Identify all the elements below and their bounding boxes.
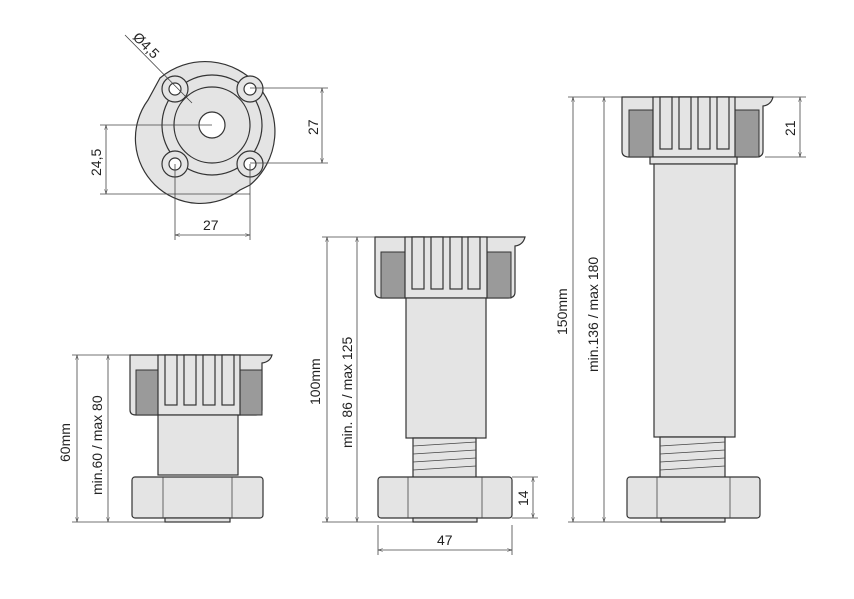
base-width-label: 47 [437, 532, 453, 548]
base-height-label: 14 [515, 490, 531, 506]
hole-spacing-v-label: 27 [305, 119, 321, 135]
leg-medium-height: 100mm [307, 358, 323, 405]
leg-medium-range: min. 86 / max 125 [339, 337, 355, 448]
offset-label: 24,5 [88, 149, 104, 176]
leg-large-range: min.136 / max 180 [585, 257, 601, 372]
leg-medium [322, 236, 538, 555]
cap-height-label: 21 [782, 120, 798, 136]
hole-spacing-h-label: 27 [203, 217, 219, 233]
leg-small [72, 354, 273, 523]
leg-large-height: 150mm [554, 288, 570, 335]
mounting-plate-top-view [100, 34, 328, 240]
leg-small-range: min.60 / max 80 [89, 395, 105, 495]
leg-large [568, 96, 806, 523]
leg-small-height: 60mm [57, 423, 73, 462]
